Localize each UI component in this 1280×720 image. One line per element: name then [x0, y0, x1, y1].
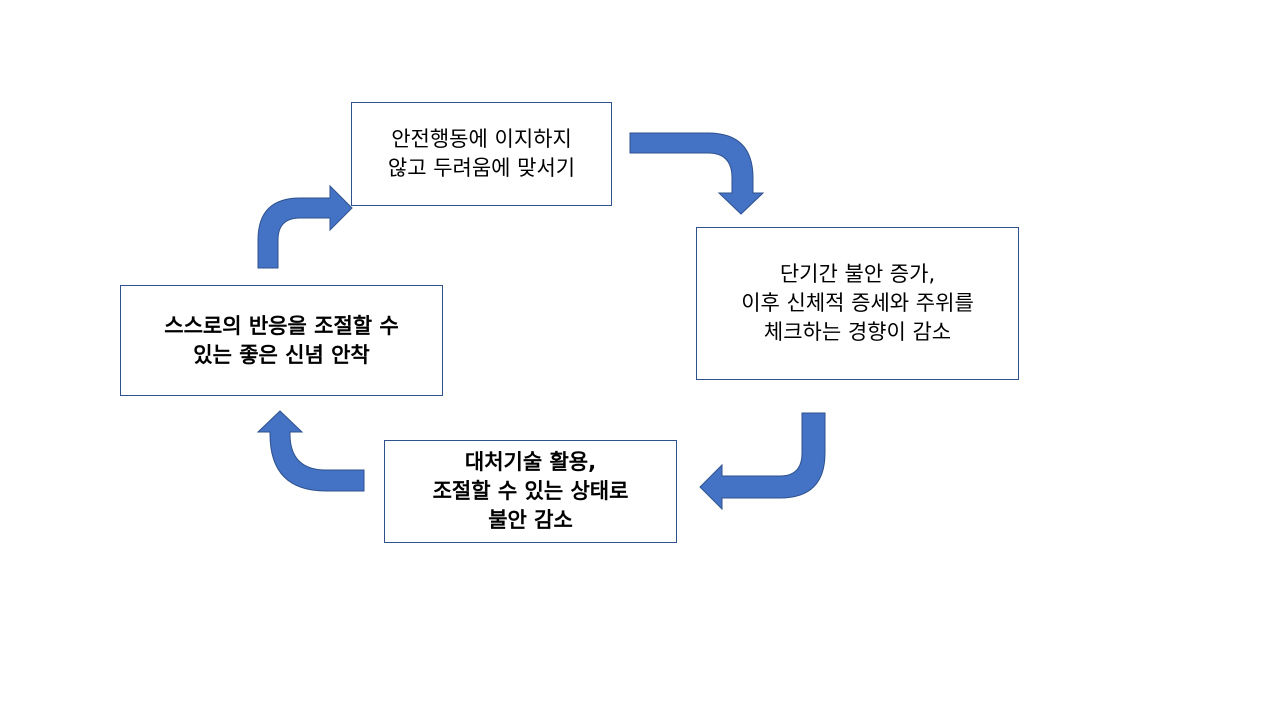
node-positive-belief-line2: 있는 좋은 신념 안착 [193, 342, 370, 367]
node-positive-belief-line1: 스스로의 반응을 조절할 수 [164, 313, 399, 338]
node-coping-skills: 대처기술 활용, 조절할 수 있는 상태로 불안 감소 [384, 440, 677, 543]
node-face-fears-line2: 않고 두려움에 맞서기 [387, 156, 576, 180]
node-anxiety-increase-line1: 단기간 불안 증가, [779, 262, 936, 286]
node-anxiety-increase-line3: 체크하는 경향이 감소 [763, 320, 952, 344]
arrow-right-to-bottom [699, 412, 826, 511]
node-face-fears-line1: 안전행동에 이지하지 [391, 127, 572, 151]
node-anxiety-increase-line2: 이후 신체적 증세와 주위를 [741, 291, 974, 315]
node-coping-skills-line3: 불안 감소 [488, 508, 573, 532]
node-coping-skills-line1: 대처기술 활용, [464, 450, 597, 474]
arrow-bottom-to-left [256, 410, 365, 492]
arrow-left-to-top [257, 184, 353, 269]
node-face-fears: 안전행동에 이지하지 않고 두려움에 맞서기 [351, 102, 612, 206]
node-anxiety-increase: 단기간 불안 증가, 이후 신체적 증세와 주위를 체크하는 경향이 감소 [696, 227, 1019, 380]
arrow-top-to-right [629, 132, 765, 215]
node-coping-skills-line2: 조절할 수 있는 상태로 [432, 479, 629, 503]
node-positive-belief: 스스로의 반응을 조절할 수 있는 좋은 신념 안착 [120, 285, 443, 396]
